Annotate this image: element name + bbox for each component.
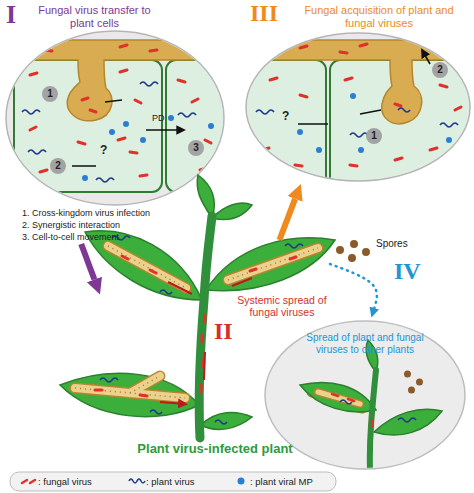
legend-box <box>10 472 336 491</box>
panel-ellipse: III Fungal acquisition of plant and funga… <box>240 0 474 184</box>
callout-number: 1 <box>366 128 382 144</box>
legend-sample <box>20 475 38 487</box>
panel-ellipse: Spread of plant and fungal viruses to ot… <box>262 318 468 474</box>
legend-text: : plant virus <box>146 476 195 487</box>
part-label: Spores <box>376 238 408 250</box>
callout-circle: 1 <box>366 128 382 144</box>
panel-title: Spread of plant and fungal viruses to ot… <box>290 332 440 355</box>
panel-title: Fungal virus transfer to plant cells <box>32 4 157 29</box>
structure-label: PD <box>152 113 165 123</box>
legend-item: : plant virus <box>128 475 195 487</box>
callout-number: 1 <box>42 86 58 102</box>
callout-number: 3 <box>188 140 204 156</box>
legend-sample <box>232 475 250 487</box>
legend-text: : plant viral MP <box>250 476 313 487</box>
callout-circle: 3 <box>188 140 204 156</box>
list-item: 1. Cross-kingdom virus infection <box>22 208 150 218</box>
legend-sample <box>128 475 146 487</box>
fungal-virus-symbol <box>22 480 35 483</box>
plant-stem <box>199 216 212 438</box>
leaf <box>197 175 214 218</box>
leaf <box>60 373 199 416</box>
callout-circle: 2 <box>50 158 66 174</box>
process-label: Systemic spread of fungal viruses <box>226 294 338 318</box>
plant-virus-symbol <box>129 479 145 483</box>
process-arrow <box>81 244 94 280</box>
process-arrow <box>330 264 377 308</box>
callout-number: 2 <box>432 62 448 78</box>
leaf <box>201 412 252 429</box>
question-mark: ? <box>282 110 289 124</box>
legend-text: : fungal virus <box>38 476 92 487</box>
stage-numeral: IV <box>394 258 421 286</box>
legend-item: : fungal virus <box>20 475 92 487</box>
process-arrow <box>279 199 295 240</box>
list-item: 2. Synergistic interaction <box>22 220 120 230</box>
legend-item: : plant viral MP <box>232 475 313 487</box>
panel-ellipse-shape <box>246 33 470 181</box>
callout-circle: 1 <box>42 86 58 102</box>
panel-ellipse: I Fungal virus transfer to plant cells 1. … <box>0 0 232 244</box>
panel-numeral: III <box>250 0 278 28</box>
panel-outline <box>245 32 471 182</box>
panel-ellipse-shape <box>6 31 224 205</box>
stage-numeral: II <box>214 318 233 346</box>
list-item: 3. Cell-to-cell movement <box>22 232 119 242</box>
leaf <box>206 238 335 291</box>
panel-title: Fungal acquisition of plant and fungal v… <box>296 4 462 29</box>
panel-numeral: I <box>6 0 16 30</box>
viral-mp-symbol <box>238 478 245 485</box>
plant-label: Plant virus-infected plant <box>110 442 320 457</box>
callout-number: 2 <box>50 158 66 174</box>
question-mark: ? <box>100 144 107 158</box>
leaf <box>212 203 252 219</box>
panel-ellipse-shape <box>265 321 465 469</box>
spore <box>336 240 370 262</box>
panel-outline <box>5 30 225 206</box>
callout-circle: 2 <box>432 62 448 78</box>
